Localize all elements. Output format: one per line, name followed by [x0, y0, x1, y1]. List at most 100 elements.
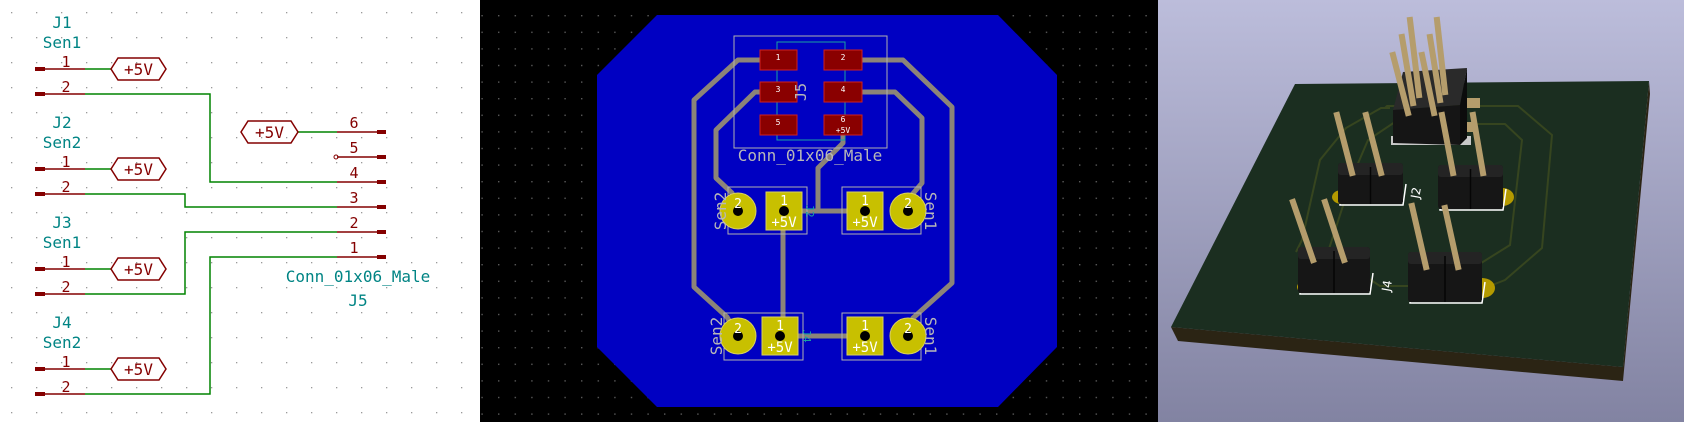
pad-number: 6 — [841, 115, 846, 124]
power-label: +5V — [124, 60, 153, 79]
pin-number: 4 — [349, 164, 358, 182]
power-flag-outline — [110, 357, 167, 381]
power-symbol-5v[interactable]: +5V — [240, 120, 299, 144]
pad-number: 2 — [734, 197, 742, 212]
footprint-value: Sen2 — [707, 317, 726, 356]
power-flag-outline — [110, 257, 167, 281]
pad-number: 1 — [861, 194, 869, 209]
footprint-value: Conn_01x06_Male — [738, 146, 883, 165]
pin-number: 2 — [61, 278, 70, 296]
header-3d — [1289, 198, 1374, 295]
header-pin — [1441, 204, 1462, 271]
pin-number: 3 — [349, 189, 358, 207]
pad-net: +5V — [771, 215, 797, 231]
symbol-reference: J4 — [52, 313, 71, 332]
header-pin — [1426, 33, 1444, 104]
pad-number: 1 — [776, 319, 784, 334]
pcb-canvas[interactable]: 1 2 3 4 5 6 +5V J5 Conn_01x06_Male 1+5V2… — [480, 0, 1158, 422]
footprint-ref: J5 — [792, 83, 810, 101]
header-pin — [1362, 111, 1385, 177]
power-flag-outline — [110, 157, 167, 181]
header-pin — [1408, 202, 1430, 271]
pin-number: 1 — [61, 153, 70, 171]
header-body-side — [1460, 68, 1467, 145]
footprint-j5[interactable]: 1 2 3 4 5 6 +5V J5 Conn_01x06_Male — [733, 35, 888, 165]
wire[interactable] — [85, 231, 337, 295]
footprint-value: Sen1 — [921, 317, 940, 356]
header-pin — [1289, 198, 1317, 264]
schematic-canvas[interactable]: J1Sen112+5VJ2Sen212+5VJ3Sen112+5VJ4Sen21… — [0, 0, 480, 422]
pin-number: 1 — [61, 53, 70, 71]
schematic-grid — [0, 0, 480, 422]
power-label: +5V — [124, 160, 153, 179]
pin-number: 2 — [61, 378, 70, 396]
symbol-value: Sen1 — [43, 33, 82, 52]
pin-number: 1 — [61, 253, 70, 271]
wire[interactable] — [85, 256, 337, 395]
symbol-value: Sen2 — [43, 133, 82, 152]
pad-number: 5 — [776, 118, 781, 127]
board-top — [1171, 81, 1649, 367]
header-pin — [1333, 111, 1356, 177]
power-symbol-5v[interactable]: +5V — [110, 157, 167, 181]
board-edge — [1623, 81, 1650, 381]
power-symbol-5v[interactable]: +5V — [110, 257, 167, 281]
wire[interactable] — [85, 93, 337, 183]
header-pin — [1406, 16, 1423, 99]
drill-hole — [775, 331, 785, 341]
wire[interactable] — [85, 193, 337, 208]
pad-net: +5V — [852, 340, 878, 356]
symbol-value: Sen2 — [43, 333, 82, 352]
pin-number: 2 — [61, 178, 70, 196]
header-pin — [1469, 111, 1487, 177]
silkscreen-outline — [1439, 188, 1507, 211]
power-flag-outline — [110, 57, 167, 81]
footprint-ref: J2 — [803, 204, 816, 217]
unconnected-pin-marker — [333, 154, 339, 160]
header-pin — [1321, 198, 1348, 264]
silkscreen-label: J2 — [1408, 186, 1424, 200]
power-label: +5V — [124, 260, 153, 279]
pin-number: 5 — [349, 139, 358, 157]
pad-number: 2 — [904, 322, 912, 337]
pin-number: 6 — [349, 114, 358, 132]
drill-hole — [733, 206, 743, 216]
silkscreen-outline — [1409, 281, 1486, 304]
header-pin — [1433, 16, 1449, 96]
drill-hole — [860, 206, 870, 216]
header-pin — [1389, 51, 1412, 117]
drill-hole — [733, 331, 743, 341]
header-pin — [1438, 111, 1457, 177]
header-3d — [1408, 202, 1486, 304]
3d-viewer[interactable]: J2 J4 — [1158, 0, 1684, 422]
footprint-ref: J4 — [800, 329, 813, 343]
drill-hole — [779, 206, 789, 216]
pad-net: +5V — [767, 340, 793, 356]
drill-hole — [903, 206, 913, 216]
symbol-value: Sen1 — [43, 233, 82, 252]
power-symbol-5v[interactable]: +5V — [110, 357, 167, 381]
pad-number: 3 — [776, 85, 781, 94]
smd-pads — [759, 49, 863, 136]
header-3d — [1438, 111, 1507, 211]
3d-canvas[interactable]: J2 J4 — [1158, 0, 1684, 422]
header-pin — [1418, 51, 1438, 117]
pad-number: 1 — [776, 53, 781, 62]
power-label: +5V — [124, 360, 153, 379]
header-body — [1393, 105, 1460, 145]
pad-net: +5V — [852, 215, 878, 231]
pin-number: 1 — [61, 353, 70, 371]
power-symbol-5v[interactable]: +5V — [110, 57, 167, 81]
power-flag-outline — [240, 120, 299, 144]
